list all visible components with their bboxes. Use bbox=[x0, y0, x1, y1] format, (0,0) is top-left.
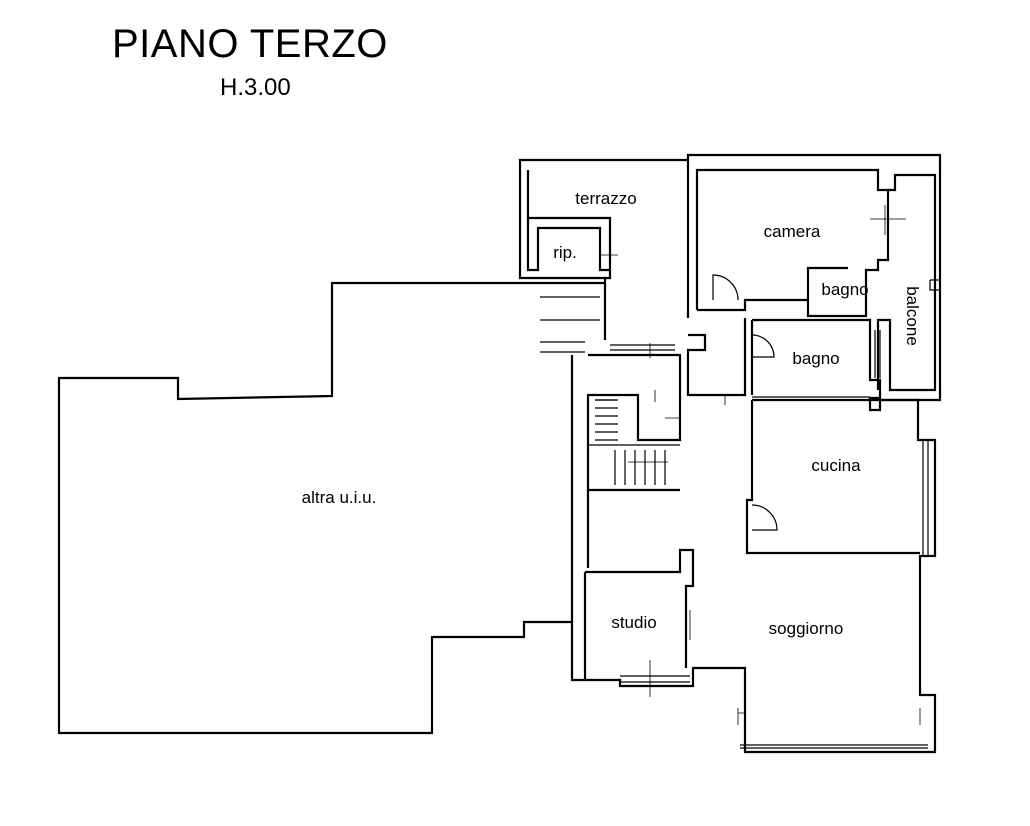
camera-walls bbox=[695, 168, 890, 318]
room-label-cucina: cucina bbox=[811, 456, 861, 475]
stair-steps bbox=[595, 399, 666, 485]
window-ticks bbox=[610, 330, 929, 749]
main-outer-wall bbox=[518, 153, 942, 754]
room-label-balcone: balcone bbox=[903, 286, 922, 346]
bagno-lower-walls bbox=[752, 318, 918, 412]
studio-walls bbox=[585, 548, 695, 668]
room-label-rip: rip. bbox=[553, 243, 577, 262]
hall-walls bbox=[686, 318, 747, 397]
door-swing-camera bbox=[712, 274, 739, 301]
ceiling-height: H.3.00 bbox=[220, 74, 291, 101]
room-label-studio: studio bbox=[611, 613, 656, 632]
camera-lower-wall bbox=[697, 298, 808, 312]
room-label-terrazzo: terrazzo bbox=[575, 189, 636, 208]
stair-enclosure bbox=[586, 353, 682, 492]
cross-marks bbox=[600, 205, 921, 725]
room-label-bagno-upper: bagno bbox=[821, 280, 868, 299]
door-swing-bagno bbox=[751, 334, 775, 358]
room-label-soggiorno: soggiorno bbox=[769, 619, 844, 638]
door-swing-cucina bbox=[751, 504, 778, 531]
room-label-bagno-lower: bagno bbox=[792, 349, 839, 368]
plan-title: PIANO TERZO bbox=[112, 22, 388, 66]
cucina-walls bbox=[745, 400, 920, 555]
altra-uiu-outline bbox=[57, 281, 605, 735]
room-label-camera: camera bbox=[764, 222, 821, 241]
balcone-rail bbox=[929, 279, 941, 291]
rip-walls bbox=[526, 218, 610, 272]
room-label-altra-uiu: altra u.i.u. bbox=[302, 488, 377, 507]
balcone-inner bbox=[876, 173, 937, 392]
